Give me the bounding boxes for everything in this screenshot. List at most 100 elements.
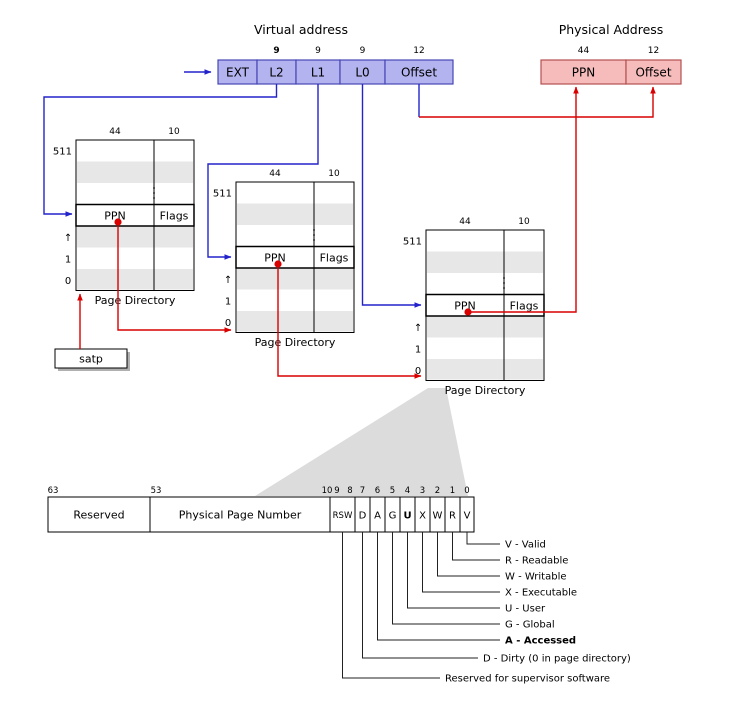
table-row — [237, 311, 353, 332]
flag-w-label: W — [433, 511, 443, 522]
pa-offset-bits: 12 — [648, 46, 659, 56]
table-row — [427, 316, 543, 338]
bit-3-label: 3 — [420, 486, 425, 496]
ellipsis-dots — [503, 282, 505, 284]
ellipsis-dots — [153, 197, 155, 199]
flag-rsw-label: RSW — [333, 511, 353, 521]
table-row — [427, 251, 543, 273]
flags-bits-label: 10 — [518, 217, 530, 227]
legend-readable: R - Readable — [505, 556, 568, 567]
bit-2-label: 2 — [435, 486, 440, 496]
legend-dirty: D - Dirty (0 in page directory) — [483, 654, 631, 665]
ellipsis-dots — [153, 192, 155, 194]
flags-cell-label: Flags — [160, 210, 189, 223]
va-l2-bits: 9 — [273, 46, 279, 56]
page-directory-1: 44 10 511 PPN Flags ↑ 1 0 Page Directory — [53, 127, 195, 307]
physical-address-title: Physical Address — [559, 22, 664, 37]
pte-reserved-cell — [47, 496, 151, 533]
va-l1-label: L1 — [311, 66, 325, 80]
legend-line-rsw — [342, 532, 440, 679]
flag-u-label: U — [403, 511, 411, 522]
page-directory-3: 44 10 511 PPN Flags ↑ 1 0 Page Directory — [403, 217, 545, 397]
satp-box — [54, 348, 128, 369]
index-1-label: 1 — [415, 345, 421, 356]
legend-line-x — [422, 532, 500, 593]
bit-53-label: 53 — [151, 486, 162, 496]
flag-v-label: V — [464, 511, 471, 522]
virtual-address-group: Virtual address EXT L2 L1 L0 Offset 9 9 … — [217, 22, 454, 85]
index-0-label: 0 — [225, 318, 231, 329]
flags-bits-label: 10 — [328, 169, 340, 179]
va-l2-label: L2 — [269, 66, 283, 80]
va-field-offset — [384, 59, 454, 85]
pte-ppn-cell — [149, 496, 331, 533]
ellipsis-dots — [313, 239, 315, 241]
ppn-cell-label: PPN — [264, 252, 286, 265]
table-row — [237, 203, 353, 225]
ppn-bits-label: 44 — [459, 217, 471, 227]
arrow-pd3-ppn-to-physical-ppn — [468, 86, 579, 313]
pte-entry-row — [75, 203, 195, 227]
ppn-cell-label: PPN — [454, 300, 476, 313]
table-row — [77, 269, 193, 290]
pte-entry-row — [425, 293, 545, 317]
ellipsis-dots — [313, 234, 315, 236]
satp-register: satp — [54, 348, 130, 371]
index-0-label: 0 — [65, 276, 71, 287]
bit-0-label: 0 — [464, 486, 469, 496]
pte-entry-row — [235, 245, 355, 269]
index-1-label: 1 — [225, 297, 231, 308]
pte-detail: 63 53 10 9 8 7 6 5 4 3 2 1 0 Reserved Ph… — [47, 486, 475, 533]
legend-line-r — [452, 532, 500, 561]
ellipsis-dots — [313, 229, 315, 231]
legend-line-d — [362, 532, 478, 659]
legend-executable: X - Executable — [505, 588, 577, 599]
arrow-l0-to-pd3 — [361, 84, 422, 308]
index-511-label: 511 — [403, 237, 422, 248]
table-row — [77, 226, 193, 248]
flags-cell-label: Flags — [510, 300, 539, 313]
flags-cell-label: Flags — [320, 252, 349, 265]
table-row — [427, 359, 543, 380]
index-1-label: 1 — [65, 255, 71, 266]
up-arrow-icon: ↑ — [414, 323, 422, 334]
pa-offset-label: Offset — [635, 66, 671, 80]
ppn-bits-label: 44 — [269, 169, 281, 179]
bit-63-label: 63 — [48, 486, 59, 496]
flag-g-label: G — [389, 511, 397, 522]
table-row — [237, 268, 353, 290]
flag-r-label: R — [449, 511, 456, 522]
ppn-field-label: Physical Page Number — [179, 509, 302, 522]
pa-ppn-bits: 44 — [578, 46, 590, 56]
index-511-label: 511 — [53, 147, 72, 158]
pa-field-offset — [625, 59, 682, 85]
legend-accessed: A - Accessed — [505, 636, 576, 647]
bit-5-label: 5 — [390, 486, 395, 496]
ellipsis-dots — [153, 187, 155, 189]
bit-9-label: 9 — [334, 486, 339, 496]
ellipsis-dots — [503, 277, 505, 279]
legend-user: U - User — [505, 604, 546, 615]
va-field-l0 — [339, 59, 386, 85]
arrow-pd2-ppn-to-pd3 — [277, 264, 422, 379]
arrow-pd1-ppn-to-pd2 — [117, 222, 232, 333]
flag-x-label: X — [419, 511, 426, 522]
ppn-entry-dot — [274, 260, 282, 268]
va-ext-label: EXT — [226, 66, 250, 80]
flag-d-label: D — [359, 511, 367, 522]
page-directory-2: 44 10 511 PPN Flags ↑ 1 0 Page Directory — [213, 169, 355, 349]
physical-address-group: Physical Address PPN Offset 44 12 — [540, 22, 682, 85]
virtual-address-title: Virtual address — [254, 22, 348, 37]
page-directory-caption: Page Directory — [255, 336, 336, 349]
flag-a-label: A — [374, 511, 381, 522]
pte-legend: V - Valid R - Readable W - Writable X - … — [342, 532, 631, 685]
index-511-label: 511 — [213, 189, 232, 200]
legend-line-g — [392, 532, 500, 625]
legend-line-u — [407, 532, 500, 609]
legend-line-w — [437, 532, 500, 577]
legend-line-a — [377, 532, 500, 641]
zoom-fan-shade — [255, 388, 468, 496]
arrow-offset-to-physical-offset — [419, 86, 656, 118]
pa-ppn-label: PPN — [572, 66, 595, 80]
bit-8-label: 8 — [347, 486, 352, 496]
